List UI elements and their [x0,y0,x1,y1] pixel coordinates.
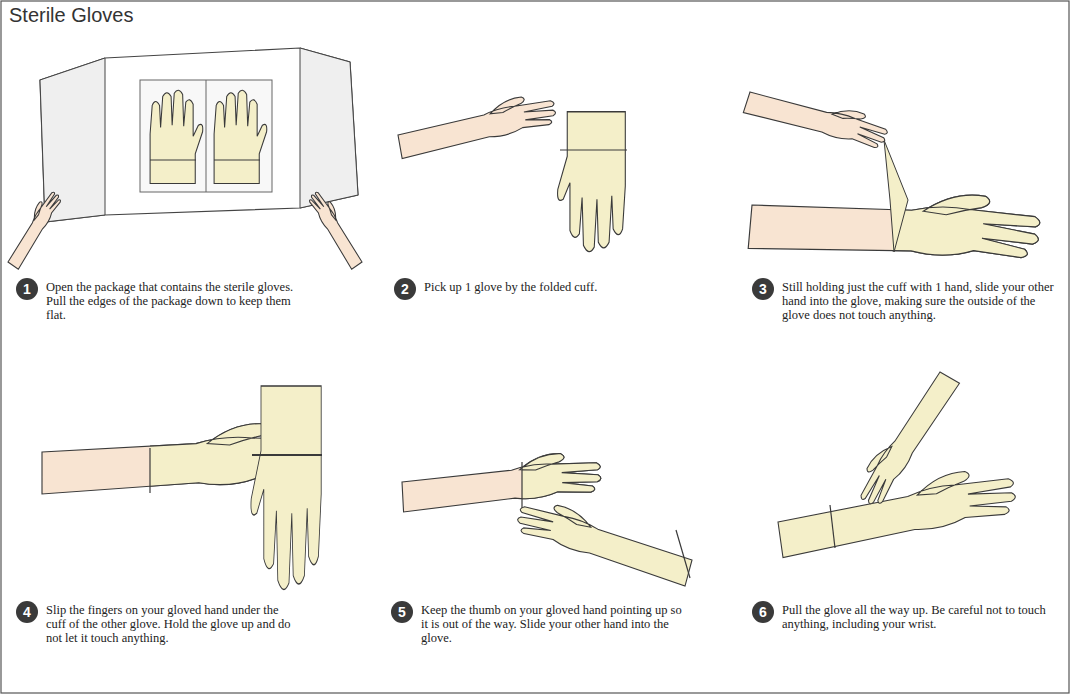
step-item: 6 Pull the glove all the way up. Be caref… [752,601,1054,631]
step-number: 2 [394,278,416,300]
glove-cuff-fold [560,150,627,151]
step-item: 3 Still holding just the cuff with 1 hand… [752,278,1064,322]
hand [1,189,66,269]
sterile-glove [558,112,626,252]
step-number: 6 [752,601,774,623]
glove-cuff-edge [830,505,835,548]
step-number: 4 [16,601,38,623]
sterile-glove [150,90,203,183]
step-instruction: Pull the glove all the way up. Be carefu… [782,603,1054,631]
step-item: 4 Slip the fingers on your gloved hand un… [16,601,298,645]
hand [304,189,369,269]
glove-cuff-fold [150,160,196,161]
gloved-hand [775,465,1020,558]
step-item: 1 Open the package that contains the ster… [16,278,308,322]
step-instruction: Keep the thumb on your gloved hand point… [421,603,683,645]
gloved-hand [512,496,696,586]
step-instruction: Still holding just the cuff with 1 hand,… [782,280,1064,322]
hand [401,451,602,512]
sterile-glove [522,451,602,512]
glove-cuff-edge [676,530,690,578]
step-number: 5 [391,601,413,623]
hand [743,78,890,157]
glove-package [40,48,358,222]
step-instruction: Open the package that contains the steri… [46,280,308,322]
sterile-glove [251,386,321,589]
step-item: 2 Pick up 1 glove by the folded cuff. [394,278,676,300]
sterile-glove [892,176,1042,274]
step-instruction: Slip the fingers on your gloved hand und… [46,603,298,645]
sterile-glove [214,90,267,183]
fold-line [206,80,207,192]
glove-cuff [884,140,908,252]
step-item: 5 Keep the thumb on your gloved hand poin… [391,601,683,645]
glove-cuff-fold [252,454,322,456]
package-tray [140,80,272,192]
package-flap [300,48,358,208]
glove-cuff-edge [521,462,522,508]
step-instruction: Pick up 1 glove by the folded cuff. [424,280,676,294]
hand [395,91,559,158]
glove-cuff-fold [214,160,260,161]
glove-cuff-edge [149,448,150,493]
step-number: 1 [16,278,38,300]
diagram-title: Sterile Gloves [9,4,134,27]
gloved-hand [852,364,959,512]
step-number: 3 [752,278,774,300]
